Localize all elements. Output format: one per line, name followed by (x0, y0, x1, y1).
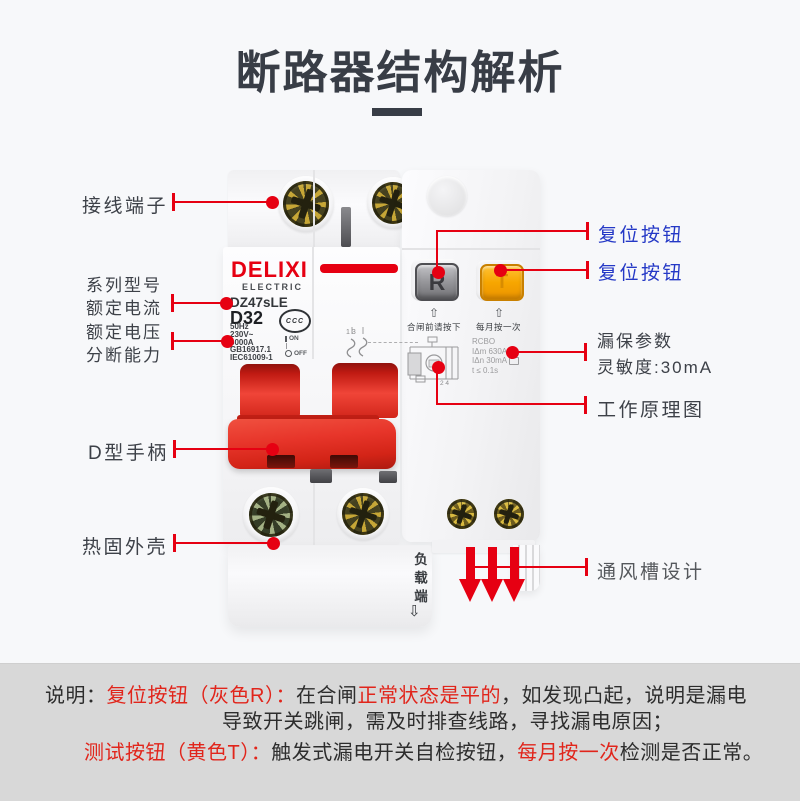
model-number: DZ47sLE (230, 295, 288, 310)
label-thermoset-shell: 热固外壳 (82, 537, 169, 558)
brand-logo: DELIXI (231, 257, 308, 282)
handle-slot (330, 455, 358, 468)
module-top-circle (427, 176, 467, 216)
module-face-edge (402, 248, 540, 250)
module-ledge (432, 540, 535, 553)
din-notch (341, 207, 351, 247)
label-series-model: 系列型号 额定电流 (86, 276, 162, 318)
vent-arrow-icon (510, 547, 519, 581)
ccc-cert-mark: CCC (279, 309, 311, 333)
rcbo-time: t ≤ 0.1s (472, 365, 499, 375)
spec-breaking-capacity: 6000A (230, 337, 254, 347)
reset-hint-text: 合闸前请按下 (407, 322, 462, 332)
note-line-1: 说明：复位按钮（灰色R）：在合闸正常状态是平的，如发现凸起，说明是漏电 (45, 685, 747, 707)
up-arrow-icon: ⇧ (494, 306, 505, 320)
rcbo-idm: IΔm 630A (472, 346, 508, 356)
terminal-screw-top-1 (283, 181, 329, 227)
spec-standard-iec: IEC61009-1 (230, 353, 273, 363)
body-slot (310, 469, 332, 483)
bottom-extension: 负载端 ⇩ (228, 545, 432, 627)
label-wiring-terminal: 接线端子 (82, 196, 169, 217)
vent-arrow-icon (481, 579, 503, 602)
schematic-dashed-line (368, 342, 418, 343)
note-line-3: 测试按钮（黄色T）：触发式漏电开关自检按钮，每月按一次检测是否正常。 (84, 742, 764, 764)
spec-voltage: 230V~ (230, 329, 254, 339)
rocker-arm-2 (332, 363, 398, 418)
note-line-2: 导致开关跳闸，需及时排查线路，寻找漏电原因； (222, 711, 673, 733)
spec-standard-gb: GB16917.1 (230, 345, 271, 355)
vent-arrow-icon (503, 579, 525, 602)
label-reset-button-2: 复位按钮 (598, 263, 685, 284)
current-rating: D32 (230, 308, 264, 328)
terminal-screw-module-1 (447, 499, 477, 529)
off-ring-icon (285, 350, 292, 357)
title-underline (372, 108, 422, 116)
rcbo-type: RCBO (472, 337, 496, 346)
up-arrow-icon: ⇧ (429, 306, 440, 320)
terminal-screw-bottom-2 (342, 493, 384, 535)
on-tick-icon (285, 335, 287, 342)
label-d-handle: D型手柄 (88, 443, 169, 464)
label-reset-button-1: 复位按钮 (598, 225, 685, 246)
pole-divider (312, 247, 314, 359)
pole-schematic: 1 3 (346, 327, 368, 358)
breaker-body: DELIXI ELECTRIC DZ47sLE D32 CCC 50Hz 230… (223, 247, 400, 545)
pole-divider (313, 469, 315, 545)
label-working-principle: 工作原理图 (597, 400, 705, 421)
load-down-arrow-icon: ⇩ (408, 603, 421, 620)
pole-divider (313, 170, 315, 247)
terminal-screw-module-2 (494, 499, 524, 529)
rocker-arm-1 (240, 364, 300, 418)
leakage-module: R T ⇧ ⇧ 合闸前请按下 每月按一次 2 4 RCBO IΔm 630A I (402, 170, 540, 542)
label-leakage-params: 漏保参数 灵敏度:30mA (597, 332, 714, 377)
onoff-stem (286, 343, 287, 349)
wiring-schematic: 2 4 (407, 336, 459, 387)
spec-list: 50Hz 230V~ 6000A GB16917.1 IEC61009-1 (230, 323, 273, 362)
on-off-marks: ON OFF (285, 335, 307, 357)
load-side-label: 负载端 (412, 552, 427, 608)
handle-slot (267, 455, 295, 468)
vent-arrow-icon (459, 579, 481, 602)
terminal-screw-bottom-1 (249, 493, 293, 537)
brand-subtitle: ELECTRIC (242, 282, 303, 292)
body-slot (379, 471, 397, 483)
spec-frequency: 50Hz (230, 322, 249, 331)
top-terminal-block (228, 170, 419, 247)
pole-marks-out: 2 4 (440, 380, 449, 387)
label-vent-design: 通风槽设计 (597, 562, 705, 583)
label-rated-voltage: 额定电压 分断能力 (86, 323, 162, 365)
d-type-handle (228, 419, 396, 469)
vent-arrow-icon (466, 547, 475, 581)
red-stripe (320, 264, 398, 273)
page-title: 断路器结构解析 (235, 47, 565, 98)
pole-marks-in: 1 3 (346, 329, 356, 336)
notes-panel: 说明：复位按钮（灰色R）：在合闸正常状态是平的，如发现凸起，说明是漏电 导致开关… (0, 663, 800, 801)
vent-arrow-icon (488, 547, 497, 581)
test-hint-text: 每月按一次 (476, 322, 522, 332)
